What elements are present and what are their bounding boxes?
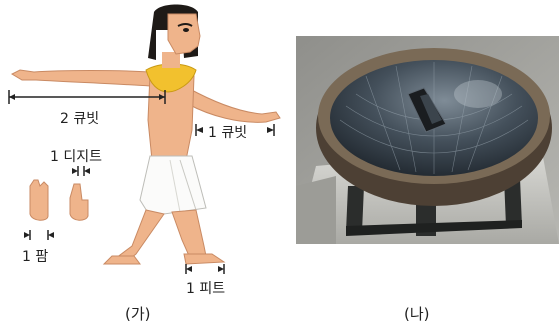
- label-two-cubit: 2 큐빗: [60, 108, 99, 128]
- right-arm: [188, 88, 280, 122]
- front-leg: [172, 210, 206, 258]
- label-one-foot: 1 피트: [186, 278, 225, 298]
- figure-ga-egyptian-units: 2 큐빗 1 큐빗 1 디지트 1 팜 1 피트: [0, 0, 290, 300]
- neck: [162, 52, 180, 68]
- stand-leg-left: [346, 186, 364, 232]
- left-arm: [12, 70, 150, 86]
- caption-na: (나): [404, 303, 430, 324]
- label-one-cubit: 1 큐빗: [208, 122, 247, 142]
- figure-na-sundial-photo: [296, 36, 559, 244]
- caption-ga: (가): [125, 303, 151, 324]
- palm-hand: [30, 180, 48, 220]
- label-one-digit: 1 디지트: [50, 146, 102, 166]
- eye: [183, 28, 189, 32]
- bowl-highlight: [454, 80, 502, 108]
- kilt: [140, 156, 206, 216]
- back-leg: [116, 210, 164, 262]
- sundial-illustration: [296, 36, 559, 244]
- label-one-palm: 1 팜: [22, 246, 48, 266]
- face: [168, 14, 200, 54]
- digit-hand: [70, 184, 88, 220]
- front-foot: [184, 254, 224, 264]
- back-foot: [104, 256, 140, 264]
